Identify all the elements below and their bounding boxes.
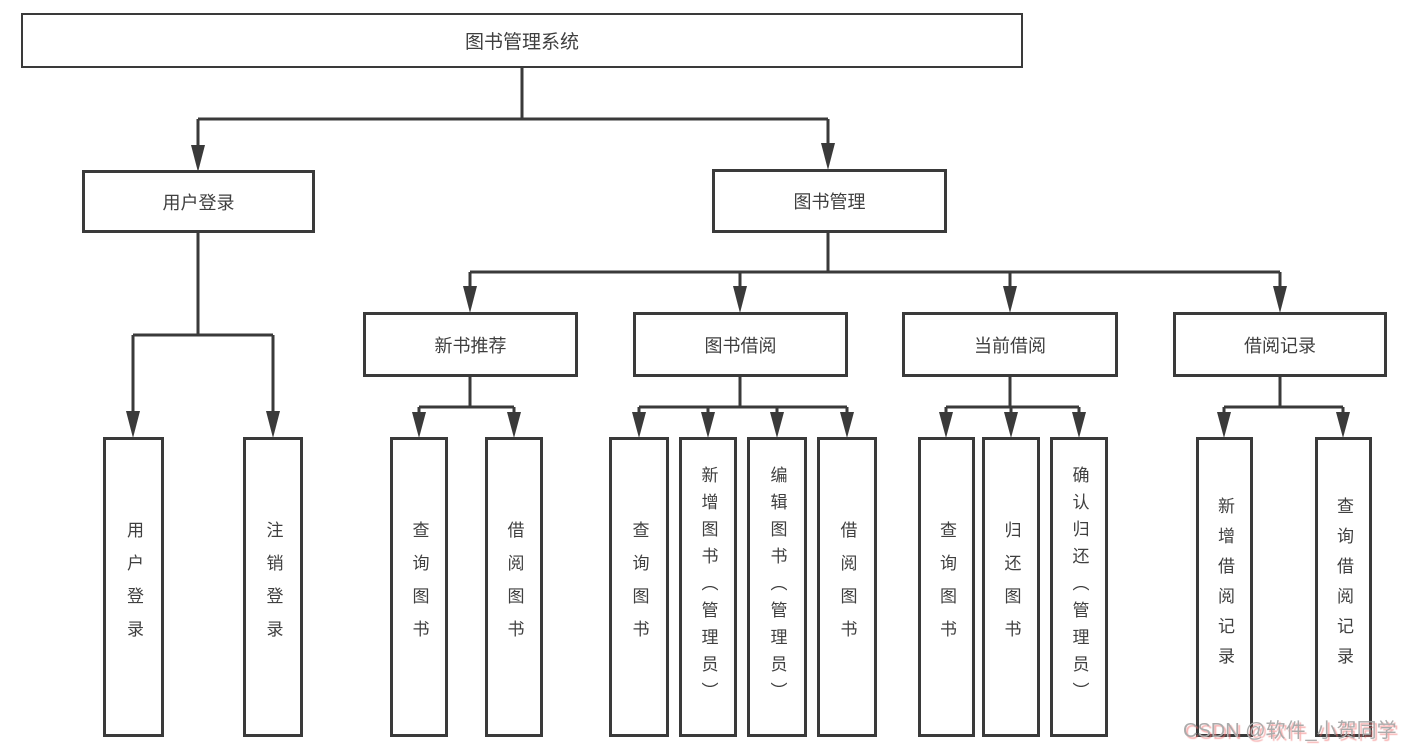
arrowheads-current-borrowing [939,412,1086,438]
leaf-query-books-borrowing: 查询图书 [609,437,669,737]
node-label: 图书管理 [793,192,866,212]
leaf-logout: 注销登录 [243,437,303,737]
leaf-label: 确认归还（管理员） [1069,465,1089,709]
arrowheads-new-book [412,412,521,438]
leaf-add-books-admin: 新增图书（管理员） [679,437,737,737]
node-label: 新书推荐 [434,335,507,356]
leaf-label: 借阅图书 [837,521,857,653]
connector-book-borrowing-branch [637,377,849,413]
leaf-edit-books-admin: 编辑图书（管理员） [747,437,807,737]
arrowheads-book-borrowing [632,412,854,438]
csdn-watermark: CSDN @软件_小贺同学 [1183,720,1397,742]
node-library-management-system: 图书管理系统 [21,13,1023,68]
leaf-label: 查询借阅记录 [1334,497,1353,677]
leaf-user-login: 用户登录 [103,437,164,737]
node-borrowing-records: 借阅记录 [1173,312,1387,377]
node-current-borrowing: 当前借阅 [902,312,1118,377]
leaf-borrow-books-recommend: 借阅图书 [485,437,543,737]
node-label: 借阅记录 [1244,335,1316,356]
leaf-label: 用户登录 [124,521,143,653]
leaf-label: 新增图书（管理员） [698,465,718,709]
leaf-confirm-return-admin: 确认归还（管理员） [1050,437,1108,737]
leaf-label: 查询图书 [409,521,429,653]
node-user-login: 用户登录 [82,170,315,233]
arrowheads-level3 [463,286,1287,313]
leaf-label: 借阅图书 [504,521,524,653]
connector-current-borrowing-branch [944,377,1081,413]
node-label: 图书借阅 [704,335,777,356]
leaf-label: 编辑图书（管理员） [767,465,787,709]
connector-borrowing-records-branch [1222,377,1345,413]
arrowheads-level2 [191,143,835,172]
leaf-query-borrow-record: 查询借阅记录 [1315,437,1372,737]
node-label: 图书管理系统 [464,32,579,53]
arrowheads-borrowing-records [1217,412,1350,438]
connector-book-management-branch [468,233,1282,288]
leaf-add-borrow-record: 新增借阅记录 [1196,437,1253,737]
connector-root-to-level2 [196,68,830,146]
leaf-return-books: 归还图书 [982,437,1040,737]
leaf-label: 查询图书 [937,521,956,653]
leaf-label: 归还图书 [1001,521,1021,653]
node-book-management: 图书管理 [712,169,947,233]
node-label: 当前借阅 [974,335,1046,356]
leaf-borrow-books: 借阅图书 [817,437,877,737]
leaf-label: 查询图书 [629,521,649,653]
node-label: 用户登录 [162,192,235,213]
node-book-borrowing: 图书借阅 [633,312,848,377]
arrowheads-user-login [126,411,280,438]
leaf-label: 新增借阅记录 [1215,497,1234,677]
leaf-query-books-recommend: 查询图书 [390,437,448,737]
connector-new-book-branch [417,377,516,413]
connector-user-login-branch [131,233,275,412]
leaf-query-books-current: 查询图书 [918,437,975,737]
leaf-label: 注销登录 [263,521,283,653]
node-new-book-recommendation: 新书推荐 [363,312,578,377]
